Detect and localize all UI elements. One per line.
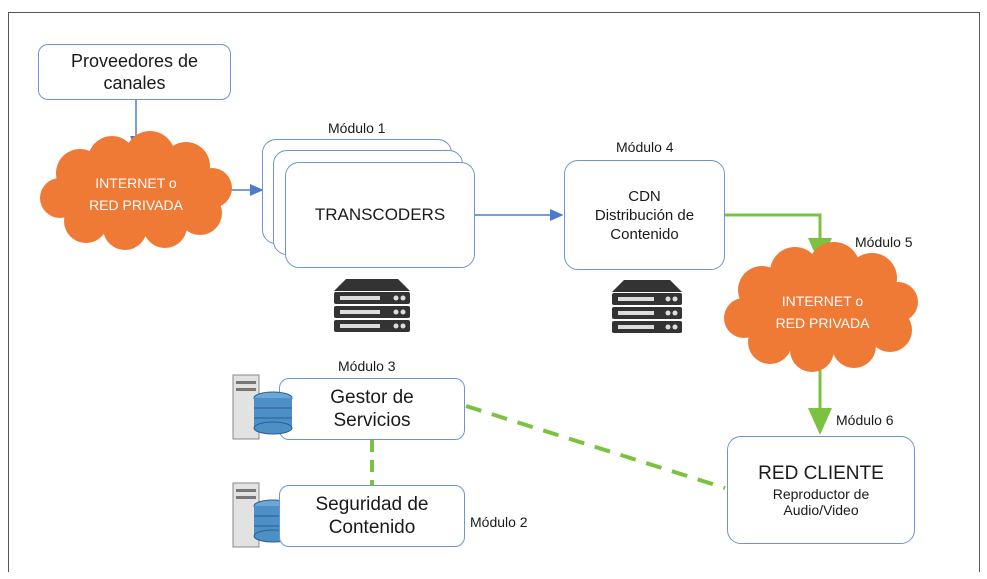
module-1-label: Módulo 1 bbox=[328, 120, 386, 136]
seguridad-line2: Contenido bbox=[328, 517, 416, 538]
cdn-line1: CDN bbox=[628, 187, 661, 205]
diagram-frame bbox=[8, 12, 980, 572]
cloud-left-line2: RED PRIVADA bbox=[89, 197, 183, 213]
module-6-label: Módulo 6 bbox=[836, 412, 894, 428]
cloud-right-line2: RED PRIVADA bbox=[775, 315, 870, 331]
cliente-box: RED CLIENTE Reproductor de Audio/Video bbox=[727, 436, 915, 544]
module-3-label: Módulo 3 bbox=[338, 358, 396, 374]
cdn-box: CDN Distribución de Contenido bbox=[564, 160, 725, 270]
providers-box: Proveedores de canales bbox=[38, 44, 231, 100]
module-5-label: Módulo 5 bbox=[855, 234, 913, 250]
cloud-right-label: INTERNET o RED PRIVADA bbox=[745, 290, 900, 334]
dashed-gestor-to-cliente bbox=[465, 404, 726, 490]
providers-line2: canales bbox=[103, 73, 166, 93]
cloud-right-line1: INTERNET o bbox=[781, 293, 864, 309]
cliente-title: RED CLIENTE bbox=[758, 463, 884, 484]
transcoders-label: TRANSCODERS bbox=[314, 205, 446, 224]
cliente-line2: Audio/Video bbox=[783, 502, 859, 518]
seguridad-line1: Seguridad de bbox=[315, 494, 429, 515]
db-icon-gestor bbox=[232, 374, 293, 440]
cliente-line1: Reproductor de bbox=[772, 486, 870, 502]
providers-line1: Proveedores de bbox=[70, 51, 199, 71]
cloud-left-line1: INTERNET o bbox=[95, 175, 177, 191]
cdn-line3: Contenido bbox=[610, 225, 679, 243]
cdn-line2: Distribución de bbox=[594, 206, 695, 224]
gestor-box: Gestor de Servicios bbox=[279, 378, 465, 440]
seguridad-box: Seguridad de Contenido bbox=[279, 485, 465, 547]
gestor-line1: Gestor de bbox=[330, 387, 414, 408]
transcoders-box: TRANSCODERS bbox=[285, 162, 475, 268]
module-4-label: Módulo 4 bbox=[616, 139, 674, 155]
cloud-left-label: INTERNET o RED PRIVADA bbox=[60, 172, 212, 216]
module-2-label: Módulo 2 bbox=[470, 514, 528, 530]
gestor-line2: Servicios bbox=[333, 410, 411, 431]
